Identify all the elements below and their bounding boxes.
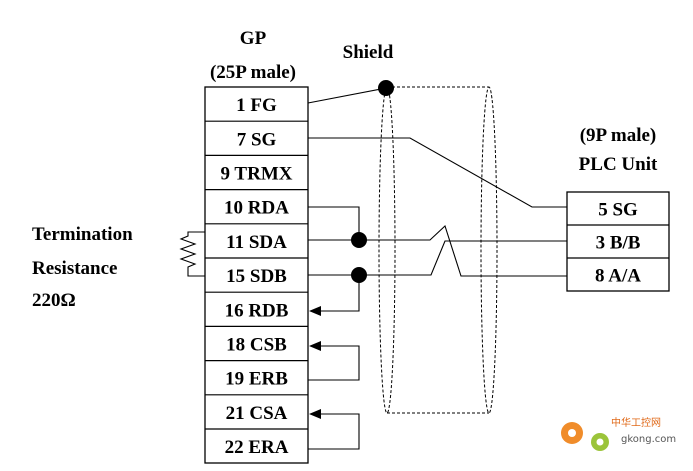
gp-pin-label: 11 SDA <box>226 232 287 253</box>
termination-resistor <box>179 231 205 277</box>
wires <box>179 87 567 450</box>
rdb-arrow <box>309 306 321 316</box>
gp-subtitle: (25P male) <box>210 62 296 83</box>
plc-line1: (9P male) <box>580 125 657 146</box>
gp-title: GP <box>240 28 267 49</box>
sdb-junction <box>351 267 367 283</box>
csb-erb-loop <box>308 345 360 381</box>
sda-junction <box>351 232 367 248</box>
gp-pin-label: 9 TRMX <box>221 164 293 185</box>
plc-pin-label: 3 B/B <box>596 233 641 254</box>
sda-wire <box>308 225 567 277</box>
watermark-url: gkong.com <box>621 434 676 445</box>
csa-era-loop <box>308 413 360 450</box>
rdb-tie-wire <box>318 275 360 312</box>
rda-tie-wire <box>308 206 360 240</box>
gp-pin-label: 7 SG <box>237 129 277 150</box>
plc-pin-label: 8 A/A <box>595 266 641 287</box>
junctions <box>351 80 394 283</box>
fg-shield-wire <box>307 87 387 104</box>
arrowheads <box>309 306 321 419</box>
watermark-logo: 中华工控网 gkong.com <box>561 416 676 451</box>
gp-pin-label: 1 FG <box>236 95 277 116</box>
gp-pin-label: 22 ERA <box>225 437 289 458</box>
shield-label: Shield <box>343 42 394 63</box>
plc-connector: 5 SG 3 B/B 8 A/A <box>566 191 670 292</box>
plc-line2: PLC Unit <box>579 154 658 175</box>
sg-wire <box>308 137 567 208</box>
gp-connector: 1 FG 7 SG 9 TRMX 10 RDA 11 SDA 15 SDB 16 RDB 18… <box>204 86 309 464</box>
termination-line2: Resistance <box>32 258 117 279</box>
shield-cable <box>378 86 498 414</box>
plc-pin-label: 5 SG <box>598 200 638 221</box>
gp-pin-label: 19 ERB <box>225 369 288 390</box>
csa-arrow <box>309 409 321 419</box>
termination-line3: 220Ω <box>32 290 76 311</box>
gp-pin-label: 10 RDA <box>224 198 289 219</box>
watermark-text: 中华工控网 <box>611 416 661 429</box>
sdb-wire <box>308 240 567 276</box>
shield-junction <box>378 80 394 96</box>
gp-pin-label: 16 RDB <box>225 300 289 321</box>
csb-arrow <box>309 341 321 351</box>
gp-pin-label: 21 CSA <box>226 403 288 424</box>
termination-line1: Termination <box>32 224 133 245</box>
gp-pin-label: 15 SDB <box>226 266 287 287</box>
gp-pin-label: 18 CSB <box>226 335 287 356</box>
